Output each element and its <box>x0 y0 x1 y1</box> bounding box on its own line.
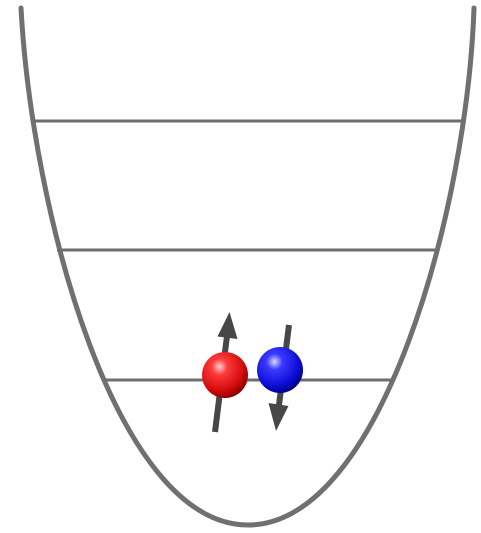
potential-well-curve <box>18 5 477 528</box>
spin-up-particle <box>202 312 248 433</box>
spin-up-arrow-head <box>217 312 238 339</box>
red-particle <box>202 352 248 398</box>
spin-down-particle <box>257 324 303 431</box>
spin-down-arrow-head <box>268 403 289 431</box>
blue-particle <box>257 347 303 393</box>
